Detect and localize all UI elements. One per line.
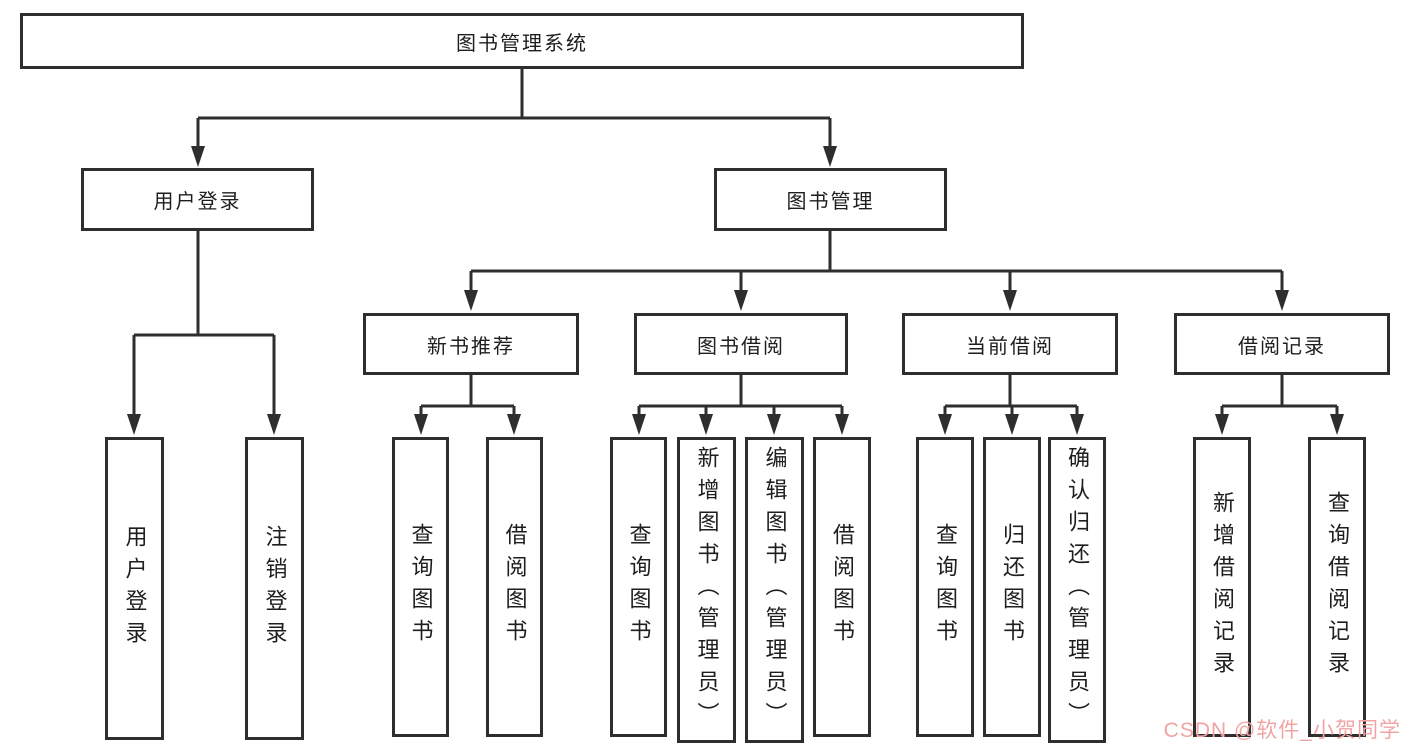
leaf-query-books-2-label: 查询图书 [626,523,652,651]
branch-book-management [464,231,1289,311]
node-borrow-records: 借阅记录 [1174,313,1390,375]
node-new-book-recommend: 新书推荐 [363,313,579,375]
leaf-confirm-return-admin-label: 确认归还（管理员） [1065,446,1090,734]
leaf-query-books-2: 查询图书 [610,437,667,737]
node-current-borrow: 当前借阅 [902,313,1118,375]
node-book-management: 图书管理 [714,168,947,231]
leaf-logout-login-label: 注销登录 [262,524,288,653]
node-root: 图书管理系统 [20,13,1024,69]
node-new-book-recommend-label: 新书推荐 [427,335,515,358]
node-current-borrow-label: 当前借阅 [966,335,1054,358]
csdn-watermark: CSDN @软件_小贺同学 [1163,719,1401,742]
leaf-edit-book-admin-label: 编辑图书（管理员） [762,446,788,734]
leaf-confirm-return-admin: 确认归还（管理员） [1048,437,1106,743]
leaf-query-books-3: 查询图书 [916,437,974,737]
leaf-add-book-admin-label: 新增图书（管理员） [694,446,720,734]
leaf-query-books-1-label: 查询图书 [408,523,434,651]
branch-book-borrow [632,375,849,435]
branch-new-book-recommend [414,375,521,435]
leaf-query-books-3-label: 查询图书 [933,523,958,651]
leaf-logout-login: 注销登录 [245,437,304,740]
node-user-login: 用户登录 [81,168,314,231]
leaf-borrow-books-1-label: 借阅图书 [502,523,528,651]
leaf-edit-book-admin: 编辑图书（管理员） [745,437,804,743]
leaf-borrow-books-2-label: 借阅图书 [830,523,855,651]
branch-current-borrow [938,375,1084,435]
leaf-add-borrow-record: 新增借阅记录 [1193,437,1251,737]
leaf-query-borrow-record-label: 查询借阅记录 [1325,491,1350,683]
node-book-management-label: 图书管理 [786,191,875,213]
leaf-user-login-label: 用户登录 [122,524,148,653]
leaf-add-book-admin: 新增图书（管理员） [677,437,736,743]
leaf-return-book-label: 归还图书 [1000,523,1025,651]
node-book-borrow-label: 图书借阅 [697,335,785,358]
leaf-query-books-1: 查询图书 [392,437,449,737]
leaf-borrow-books-1: 借阅图书 [486,437,543,737]
node-book-borrow: 图书借阅 [634,313,848,375]
node-root-label: 图书管理系统 [456,32,588,55]
branch-root [191,69,837,167]
leaf-add-borrow-record-label: 新增借阅记录 [1210,491,1235,683]
node-user-login-label: 用户登录 [153,191,242,213]
branch-borrow-records [1215,375,1344,435]
leaf-user-login: 用户登录 [105,437,164,740]
node-borrow-records-label: 借阅记录 [1238,335,1326,358]
leaf-query-borrow-record: 查询借阅记录 [1308,437,1366,737]
leaf-return-book: 归还图书 [983,437,1041,737]
leaf-borrow-books-2: 借阅图书 [813,437,871,737]
branch-user-login [127,231,281,435]
